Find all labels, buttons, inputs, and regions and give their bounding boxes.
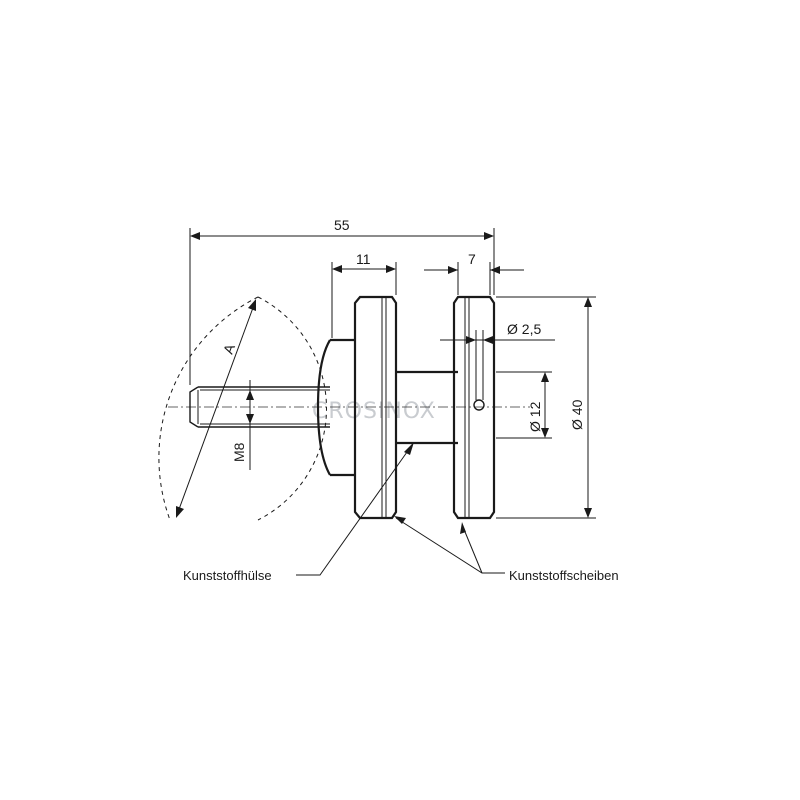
dim-angle-label: A bbox=[220, 341, 238, 356]
dim-shaft-label: Ø 12 bbox=[527, 401, 543, 432]
dim-55-label: 55 bbox=[334, 217, 350, 233]
swing-arc bbox=[257, 296, 327, 521]
label-sleeve: Kunststoffhülse bbox=[183, 568, 272, 583]
dim-pin-diameter: Ø 2,5 bbox=[440, 321, 555, 344]
dim-thread-label: M8 bbox=[231, 442, 247, 462]
label-discs: Kunststoffscheiben bbox=[509, 568, 619, 583]
base-plate bbox=[316, 339, 331, 476]
threaded-bolt bbox=[189, 386, 330, 428]
watermark: CROSINOX bbox=[312, 399, 436, 424]
dim-shaft-diameter: Ø 12 bbox=[496, 371, 552, 439]
leader-sleeve: Kunststoffhülse bbox=[183, 442, 414, 583]
dim-disc-label: Ø 40 bbox=[569, 399, 585, 430]
dim-thread: M8 bbox=[231, 380, 254, 470]
dim-total-length: 55 bbox=[189, 217, 495, 385]
dim-angle-ref: A bbox=[176, 299, 256, 518]
dim-sleeve-width: 11 bbox=[331, 251, 397, 338]
dim-7-label: 7 bbox=[468, 251, 476, 267]
dim-disc-width: 7 bbox=[424, 251, 524, 295]
swing-arc-left bbox=[158, 296, 259, 521]
dim-pin-label: Ø 2,5 bbox=[507, 321, 541, 337]
dim-disc-diameter: Ø 40 bbox=[496, 296, 596, 519]
dim-11-label: 11 bbox=[356, 251, 371, 267]
pin-hole bbox=[473, 399, 485, 411]
shaft bbox=[396, 370, 458, 445]
leader-discs: Kunststoffscheiben bbox=[394, 516, 619, 583]
outer-disc bbox=[452, 295, 496, 520]
